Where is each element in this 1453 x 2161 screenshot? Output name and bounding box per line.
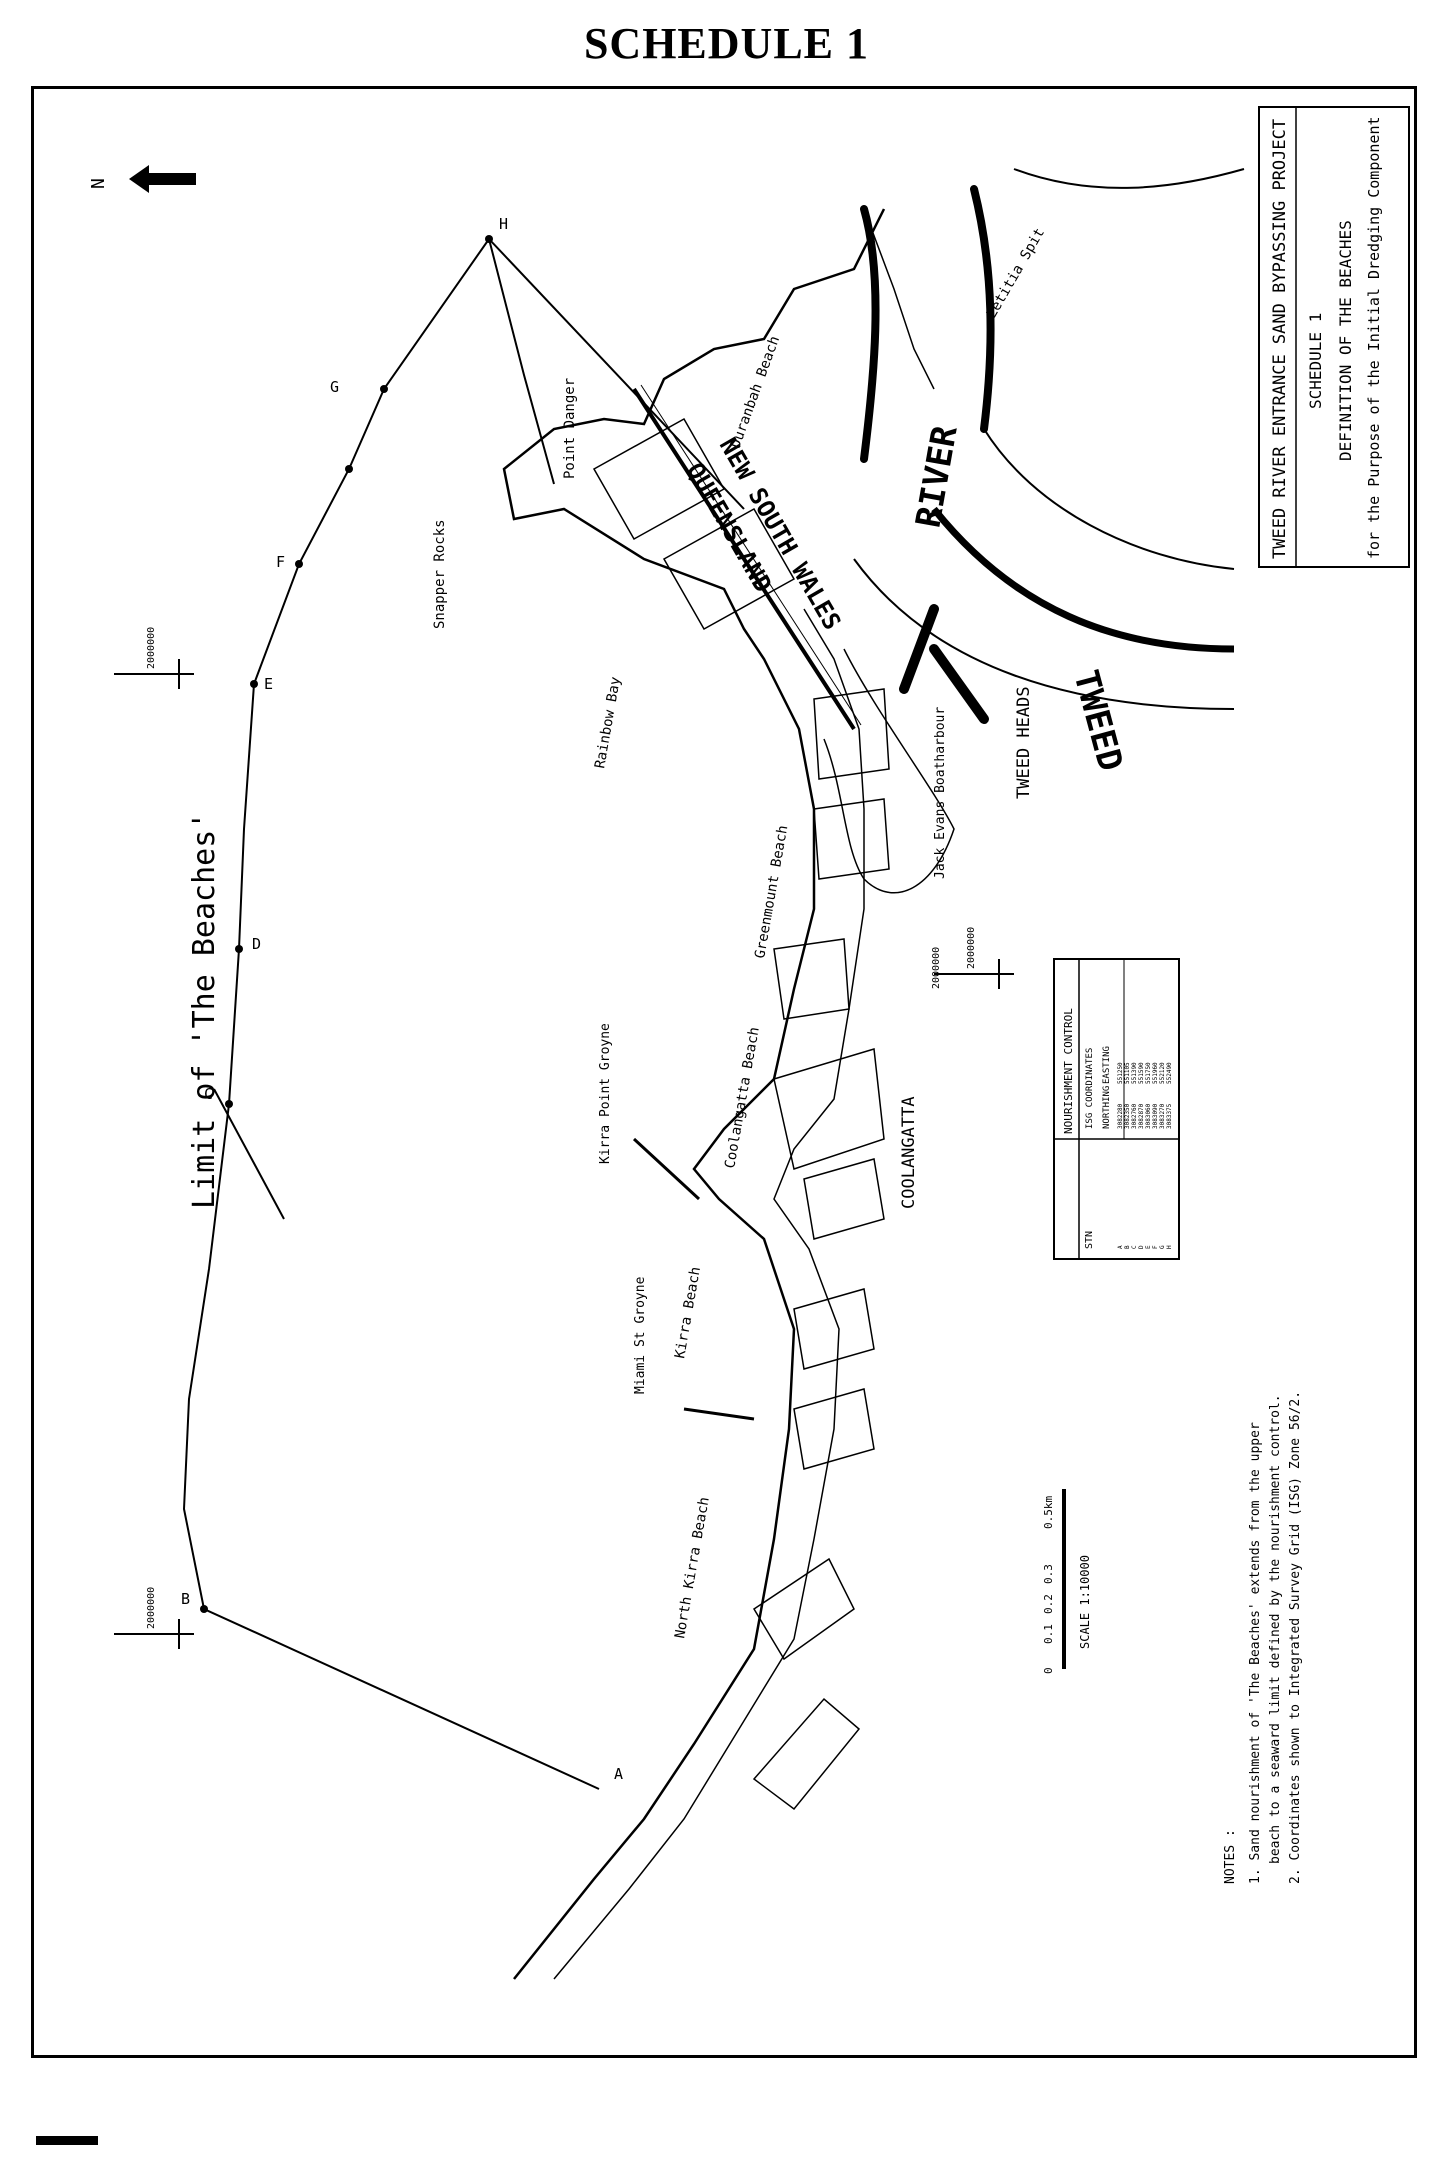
note-1b: beach to a seaward limit defined by the … [1268,1394,1283,1864]
control-cell-easting: 551105 [1124,1062,1131,1084]
control-cell-northing: 3083375 [1166,1103,1173,1129]
control-col-northing: NORTHING [1102,1086,1112,1129]
title-definition: DEFINITION OF THE BEACHES [1336,220,1355,461]
boundary-point-e: E [264,675,273,693]
map-frame: TWEED RIVER ENTRANCE SAND BYPASSING PROJ… [31,86,1417,2058]
page-mark [36,2136,98,2145]
rainbow-bay-label: Rainbow Bay [592,676,624,770]
control-cell-northing: 3082350 [1124,1103,1131,1129]
control-subheader: ISG COORDINATES [1085,1048,1095,1129]
title-purpose: for the Purpose of the Initial Dredging … [1365,116,1383,559]
control-cell-easting: 551250 [1117,1062,1124,1084]
title-schedule: SCHEDULE 1 [1306,313,1325,409]
control-cell-easting: 552120 [1159,1062,1166,1084]
schedule-heading: SCHEDULE 1 [583,19,870,68]
grid-tick-a: 2000000 [146,627,157,669]
control-cell-stn: F [1152,1245,1159,1249]
control-title: NOURISHMENT CONTROL [1062,1008,1075,1134]
tweed-river [823,168,1245,894]
state-border [632,384,862,731]
control-cell-northing: 3082760 [1131,1103,1138,1129]
river-label: RIVER [908,422,965,530]
scale-label: SCALE 1:10000 [1078,1555,1092,1649]
north-kirra-beach-label: North Kirra Beach [672,1496,713,1640]
beaches-map: TWEED RIVER ENTRANCE SAND BYPASSING PROJ… [88,106,1410,1980]
coastline [502,208,935,1980]
control-cell-easting: 551960 [1152,1062,1159,1084]
control-cell-stn: C [1131,1245,1138,1249]
tweed-heads-label: TWEED HEADS [1014,686,1034,799]
snapper-rocks-label: Snapper Rocks [432,519,448,629]
boundary-point-f: F [276,553,285,571]
scale-tick-0: 0 [1042,1667,1055,1674]
title-project: TWEED RIVER ENTRANCE SAND BYPASSING PROJ… [1270,119,1290,559]
notes-heading: NOTES : [1223,1829,1238,1884]
control-cell-stn: E [1145,1245,1152,1249]
control-cell-northing: 3082280 [1117,1103,1124,1129]
miami-st-groyne-label: Miami St Groyne [633,1276,648,1394]
nourishment-control-table: NOURISHMENT CONTROL ISG COORDINATES STN … [1053,958,1180,1260]
jack-evans-label: Jack Evans Boatharbour [933,707,948,879]
control-col-stn: STN [1084,1231,1095,1249]
boundary-point-a: A [614,1765,623,1783]
control-cell-northing: 3082870 [1138,1103,1145,1129]
scale-tick-3: 0.3 [1042,1564,1055,1584]
grid-tick-d: 2000000 [931,947,942,989]
grid-ticks [114,659,1014,1649]
control-cell-easting: 552490 [1166,1062,1173,1084]
limit-label: Limit of 'The Beaches' [187,812,222,1209]
boundary-point-d: D [252,935,261,953]
duranbah-beach-label: Duranbah Beach [728,334,783,450]
limit-leader [213,1088,285,1220]
boundary-point-c: C [204,1085,213,1103]
town-blocks [592,417,890,1811]
control-cell-northing: 3083270 [1159,1103,1166,1129]
scale-tick-2: 0.2 [1042,1594,1055,1614]
control-cell-easting: 551750 [1145,1062,1152,1084]
scale-tick-1: 0.1 [1042,1624,1055,1644]
control-col-easting: EASTING [1102,1046,1112,1084]
tweed-label: TWEED [1065,666,1130,775]
scale-bar: 0 0.1 0.2 0.3 0.5km SCALE 1:10000 [1042,1489,1092,1674]
grid-tick-b: 2000000 [146,1587,157,1629]
control-cell-northing: 3083090 [1152,1103,1159,1129]
control-cell-easting: 551590 [1138,1062,1145,1084]
note-2: 2. Coordinates shown to Integrated Surve… [1288,1391,1303,1884]
boundary-point-b: B [181,1590,190,1608]
north-arrow-icon: N [88,165,196,193]
control-cell-stn: B [1124,1245,1131,1249]
beaches-limit-boundary [182,235,745,1790]
notes-block: NOTES : 1. Sand nourishment of 'The Beac… [1223,1391,1303,1884]
title-block: TWEED RIVER ENTRANCE SAND BYPASSING PROJ… [1258,106,1410,568]
scale-tick-4: 0.5km [1042,1496,1055,1529]
kirra-beach-label: Kirra Beach [672,1266,704,1360]
kirra-point-groyne-label: Kirra Point Groyne [598,1023,613,1164]
letitia-spit-label: Letitia Spit [984,225,1048,321]
north-label: N [88,178,109,189]
control-cell-northing: 3083060 [1145,1103,1152,1129]
groynes [632,1137,755,1421]
control-cell-easting: 551390 [1131,1062,1138,1084]
boundary-point-g: G [330,378,339,396]
control-cell-stn: D [1138,1245,1145,1249]
boundary-point-h: H [499,215,508,233]
control-cell-stn: A [1117,1245,1124,1249]
greenmount-beach-label: Greenmount Beach [752,824,791,960]
grid-tick-c: 2000000 [966,927,977,969]
coolangatta-label: COOLANGATTA [899,1096,919,1209]
control-cell-stn: G [1159,1245,1166,1249]
point-danger-label: Point Danger [562,378,578,479]
control-cell-stn: H [1166,1245,1173,1249]
note-1: 1. Sand nourishment of 'The Beaches' ext… [1248,1422,1263,1884]
